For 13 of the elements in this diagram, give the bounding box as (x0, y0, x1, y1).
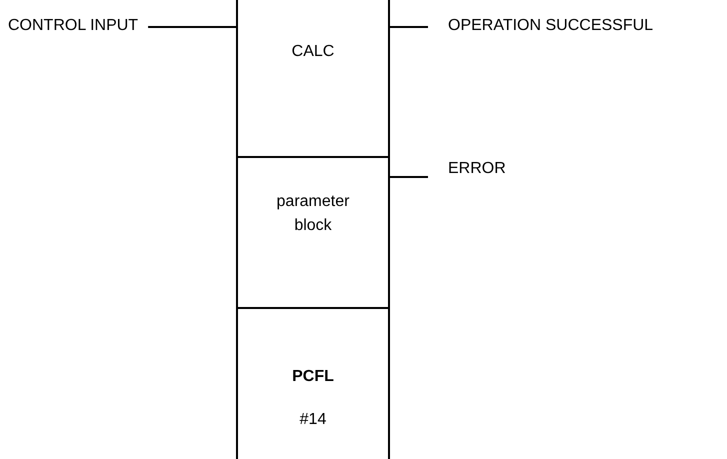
signal-line (390, 176, 428, 178)
block-label: #14 (298, 410, 328, 430)
signal-label: ERROR (448, 160, 506, 178)
block-label: parameter block (276, 192, 350, 236)
block-section (236, 156, 390, 309)
signal-line (148, 26, 236, 28)
signal-label: CONTROL INPUT (8, 17, 138, 35)
signal-line (390, 26, 428, 28)
signal-label: OPERATION SUCCESSFUL (448, 17, 654, 35)
block-name: PCFL (291, 367, 335, 387)
block-label: CALC (290, 42, 336, 62)
block-section (236, 0, 390, 158)
block-section (236, 307, 390, 459)
